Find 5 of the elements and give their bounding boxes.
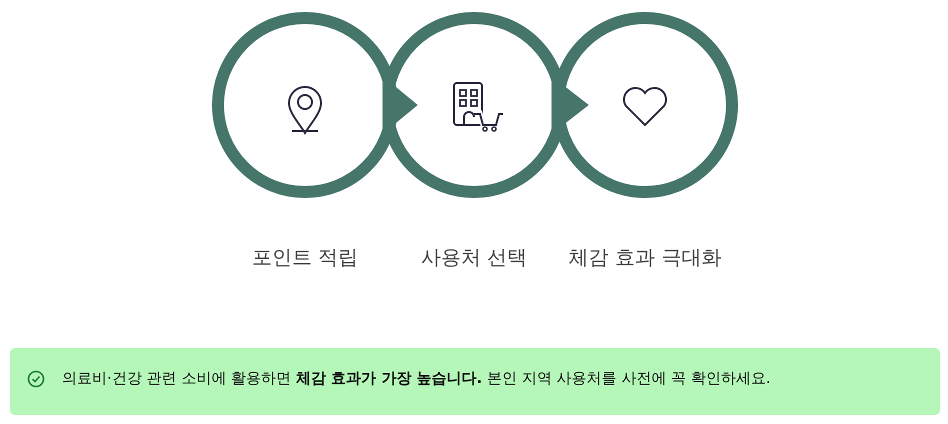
step-label: 체감 효과 극대화	[568, 244, 722, 270]
notice-text: 의료비·건강 관련 소비에 활용하면 체감 효과가 가장 높습니다. 본인 지역 사용처를 사전에 꼭 확인하세요.	[62, 369, 771, 388]
step-label: 포인트 적립	[250, 244, 360, 270]
notice-box	[10, 348, 940, 415]
step-label: 사용처 선택	[420, 244, 528, 270]
